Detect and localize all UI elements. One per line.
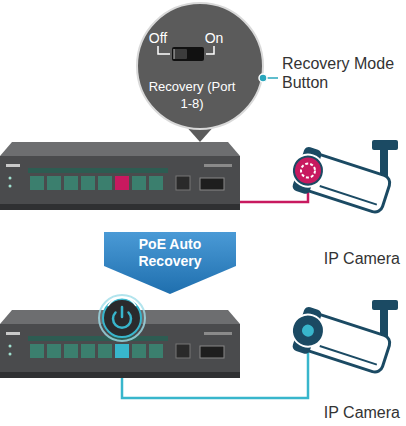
model-mark (204, 164, 232, 167)
ethernet-port (81, 344, 95, 358)
ethernet-port (149, 344, 163, 358)
switch-base (0, 204, 240, 210)
port-strip (28, 336, 168, 341)
ethernet-port (64, 344, 78, 358)
brand-mark (6, 164, 20, 167)
status-led (9, 353, 12, 356)
icon-glow (99, 295, 145, 341)
switch-front (0, 156, 240, 204)
camera-stripe (320, 346, 377, 365)
leader-line (266, 77, 278, 79)
model-mark (204, 332, 232, 335)
ethernet-port (30, 176, 44, 190)
camera-stripe (320, 186, 377, 205)
arrow-fill (104, 232, 236, 294)
sfp-slot (200, 346, 224, 358)
camera-lens (288, 150, 328, 190)
status-led (9, 185, 12, 188)
camera-node: IP Camera (296, 135, 404, 270)
faulty-port (115, 176, 129, 190)
recovered-port (115, 344, 129, 358)
uplink-port (176, 176, 190, 190)
power-bar (121, 307, 124, 317)
slide-highlight (174, 49, 175, 59)
camera-lens (288, 310, 328, 350)
switch-base (0, 372, 240, 378)
status-led (9, 345, 12, 348)
sfp-slot (200, 178, 224, 190)
status-led (9, 177, 12, 180)
recovery-icon (99, 295, 145, 341)
slide-switch (172, 47, 204, 61)
camera-node: IP Camera (296, 296, 404, 424)
uplink-port (176, 344, 190, 358)
callout-disc (137, 3, 263, 129)
ethernet-port (47, 344, 61, 358)
cycle-arc (108, 298, 136, 306)
lens-glass (300, 323, 315, 338)
device-label: IP Camera (324, 403, 400, 422)
ethernet-port (64, 176, 78, 190)
switch-state-label: Off (145, 30, 171, 47)
switch-bracket (158, 46, 170, 54)
callout-circle: Off OnRecovery (Port 1-8) (137, 3, 263, 129)
ethernet-port (132, 344, 146, 358)
callout-magnifier (137, 3, 263, 142)
port-strip (28, 168, 168, 173)
ethernet-port (149, 176, 163, 190)
switch-top (0, 142, 240, 156)
fault-ring (301, 164, 315, 178)
recovery-arrow: PoE Auto Recovery (104, 232, 236, 294)
ethernet-port (98, 344, 112, 358)
switch-name: Recovery (Port 1-8) (147, 78, 237, 112)
leader-dot (259, 74, 267, 82)
ethernet-port (132, 176, 146, 190)
ethernet-port (81, 176, 95, 190)
ip-camera-figure (286, 300, 398, 378)
brand-mark (6, 332, 20, 335)
ethernet-port (98, 176, 112, 190)
poe-switch (0, 142, 240, 210)
fault-icon (295, 158, 321, 184)
switch-state-label: On (201, 30, 227, 47)
ethernet-port (30, 344, 44, 358)
slide-knob (174, 49, 187, 59)
device-label: IP Camera (324, 249, 400, 268)
arrow-label: PoE Auto Recovery (125, 236, 215, 270)
ip-camera-figure (286, 140, 398, 218)
callout-label: Recovery Mode Button (282, 54, 400, 92)
switch-bracket (206, 46, 214, 54)
ethernet-port (47, 176, 61, 190)
